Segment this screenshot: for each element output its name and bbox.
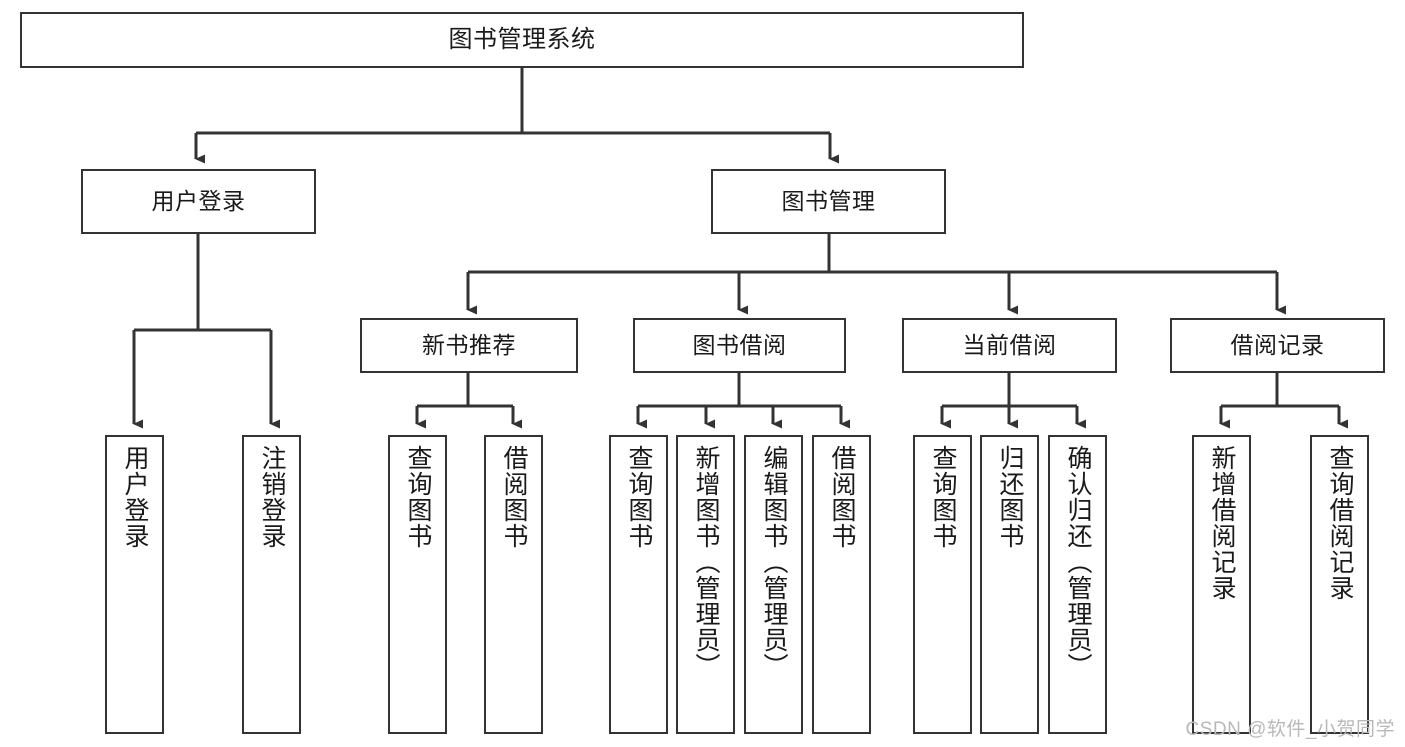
- node-label: 用户登录: [121, 445, 149, 549]
- node-root-system[interactable]: 图书管理系统: [20, 12, 1024, 68]
- leaf-new-book-borrow[interactable]: 借阅图书: [484, 435, 543, 734]
- node-label: 归还图书: [996, 445, 1024, 549]
- node-label: 查询借阅记录: [1326, 445, 1354, 601]
- node-label: 用户登录: [151, 188, 246, 215]
- leaf-borrow-record-add[interactable]: 新增借阅记录: [1192, 435, 1251, 734]
- node-label: 图书管理: [781, 188, 876, 215]
- leaf-user-login-login[interactable]: 用户登录: [105, 435, 164, 734]
- leaf-user-login-logout[interactable]: 注销登录: [242, 435, 301, 734]
- node-label: 图书借阅: [692, 332, 787, 359]
- leaf-book-borrow-edit[interactable]: 编辑图书（管理员）: [744, 435, 803, 734]
- node-label: 查询图书: [929, 445, 957, 549]
- node-label: 借阅图书: [828, 445, 856, 549]
- node-label: 查询图书: [625, 445, 653, 549]
- node-new-book-recommend[interactable]: 新书推荐: [360, 318, 578, 373]
- node-user-login[interactable]: 用户登录: [81, 169, 316, 234]
- node-label: 借阅记录: [1230, 332, 1325, 359]
- node-borrow-record[interactable]: 借阅记录: [1170, 318, 1385, 373]
- leaf-new-book-query[interactable]: 查询图书: [388, 435, 447, 734]
- node-label: 查询图书: [404, 445, 432, 549]
- leaf-current-borrow-return[interactable]: 归还图书: [980, 435, 1039, 734]
- node-book-borrow[interactable]: 图书借阅: [633, 318, 846, 373]
- watermark-text: CSDN @软件_小贺同学: [1185, 719, 1395, 740]
- node-label: 确认归还（管理员）: [1064, 445, 1092, 679]
- node-label: 编辑图书（管理员）: [760, 445, 788, 679]
- leaf-book-borrow-query[interactable]: 查询图书: [609, 435, 668, 734]
- leaf-book-borrow-add[interactable]: 新增图书（管理员）: [676, 435, 735, 734]
- node-label: 新书推荐: [422, 332, 516, 359]
- leaf-book-borrow-borrow[interactable]: 借阅图书: [812, 435, 871, 734]
- node-label: 注销登录: [258, 445, 286, 549]
- leaf-borrow-record-query[interactable]: 查询借阅记录: [1310, 435, 1369, 734]
- node-label: 借阅图书: [500, 445, 528, 549]
- node-current-borrow[interactable]: 当前借阅: [902, 318, 1117, 373]
- node-label: 新增图书（管理员）: [692, 445, 720, 679]
- node-book-management[interactable]: 图书管理: [711, 169, 946, 234]
- leaf-current-borrow-confirm[interactable]: 确认归还（管理员）: [1048, 435, 1107, 734]
- node-label: 当前借阅: [962, 332, 1057, 359]
- leaf-current-borrow-query[interactable]: 查询图书: [913, 435, 972, 734]
- node-label: 新增借阅记录: [1208, 445, 1236, 601]
- node-label: 图书管理系统: [448, 26, 596, 54]
